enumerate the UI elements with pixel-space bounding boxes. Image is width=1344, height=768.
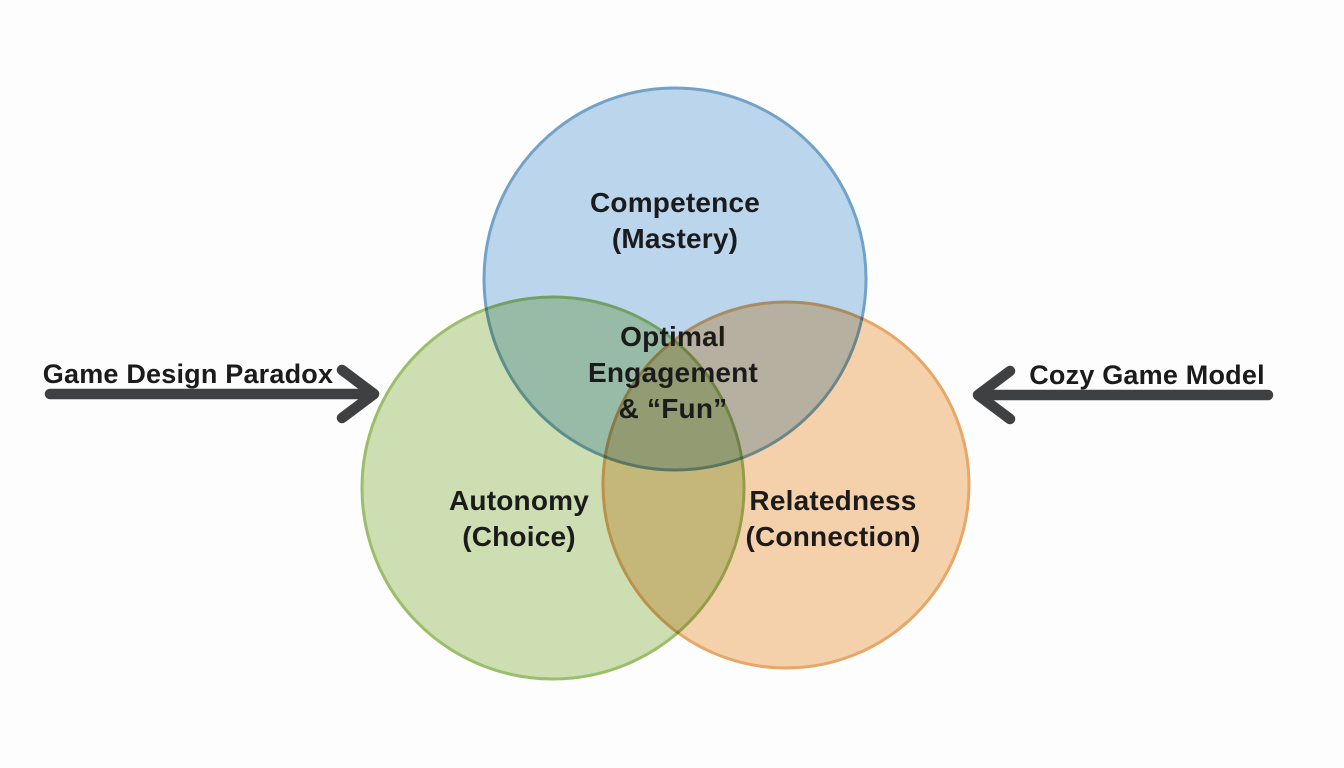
relatedness-circle bbox=[601, 300, 971, 670]
cozy-game-model-label: Cozy Game Model bbox=[1029, 360, 1265, 391]
game-design-paradox-label: Game Design Paradox bbox=[42, 359, 334, 390]
relatedness-label: Relatedness (Connection) bbox=[745, 484, 921, 552]
left-arrow-head bbox=[336, 364, 380, 424]
right-arrow bbox=[972, 365, 1274, 425]
center-overlap-label: Optimal Engagement & “Fun” bbox=[587, 320, 759, 425]
autonomy-label: Autonomy (Choice) bbox=[448, 484, 590, 552]
competence-label: Competence (Mastery) bbox=[589, 186, 761, 254]
right-arrow-head bbox=[972, 365, 1016, 425]
left-arrow bbox=[44, 364, 380, 424]
